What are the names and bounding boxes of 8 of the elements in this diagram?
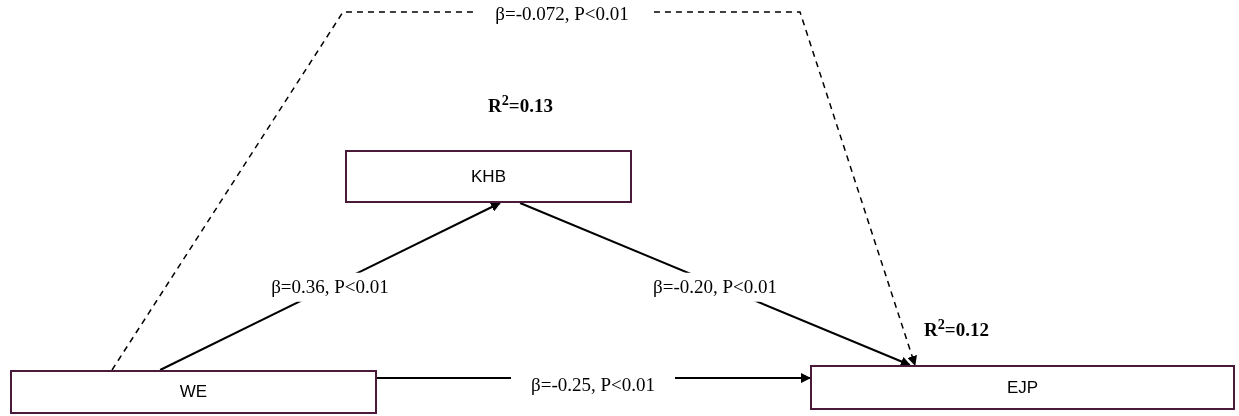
- r-squared-label: R$^{2}$=0.13: [488, 92, 553, 118]
- node-label: EJP: [1006, 376, 1039, 399]
- node-label: KHB: [471, 165, 506, 188]
- variable-box: [10, 370, 377, 414]
- node-label: WE: [179, 381, 208, 404]
- r-squared-label: R$^{2}$=0.12: [924, 316, 989, 342]
- variable-box: [810, 365, 1235, 410]
- variable-box: [345, 150, 632, 203]
